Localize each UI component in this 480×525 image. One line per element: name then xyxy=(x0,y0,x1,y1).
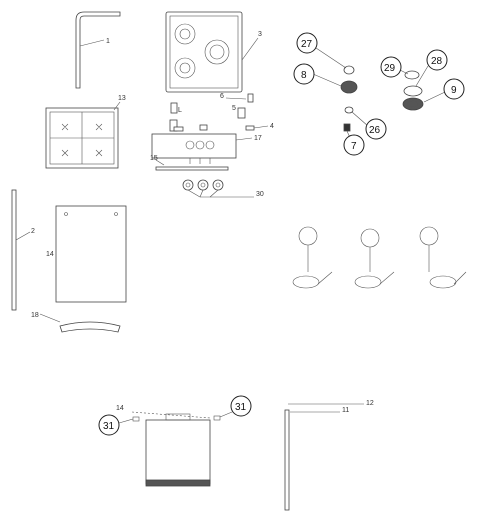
label-14a: 14 xyxy=(46,251,54,258)
circle-7 xyxy=(343,134,365,156)
circle-27 xyxy=(296,32,318,54)
label-7: 7 xyxy=(351,141,357,152)
label-9: 9 xyxy=(451,85,457,96)
label-29: 29 xyxy=(384,63,396,74)
part-small-brackets: L 6 5 xyxy=(169,93,254,132)
part-side-strip: 2 xyxy=(11,189,35,311)
part-rod: 1 xyxy=(75,11,121,89)
circle-8 xyxy=(293,63,315,85)
part-door-panel: 14 xyxy=(46,205,127,303)
circle-29 xyxy=(380,56,402,78)
label-1: 1 xyxy=(106,38,110,45)
part-clip: 4 xyxy=(245,123,274,131)
label-13: 13 xyxy=(118,95,126,102)
part-control-panel: 17 xyxy=(151,124,262,164)
label-11: 11 xyxy=(342,407,349,414)
label-31a: 31 xyxy=(103,421,115,432)
label-28: 28 xyxy=(431,56,443,67)
label-31b: 31 xyxy=(235,402,247,413)
circle-31b xyxy=(230,395,252,417)
label-4: 4 xyxy=(270,123,274,130)
circle-26 xyxy=(365,118,387,140)
part-burner-caps: 27 8 26 7 29 28 9 xyxy=(293,32,465,156)
label-6: 6 xyxy=(220,93,224,100)
label-26: 26 xyxy=(369,125,381,136)
label-27: 27 xyxy=(301,39,313,50)
label-17: 17 xyxy=(254,135,262,142)
label-15: 15 xyxy=(150,155,158,162)
label-8: 8 xyxy=(301,70,307,81)
part-strip: 15 xyxy=(150,155,229,171)
part-hob-top: 3 xyxy=(165,11,262,93)
label-2: 2 xyxy=(31,228,35,235)
part-electrodes xyxy=(292,226,467,289)
circle-28 xyxy=(426,49,448,71)
part-oven-body: 14 31 31 xyxy=(98,395,252,487)
circle-31a xyxy=(98,414,120,436)
circle-9 xyxy=(443,78,465,100)
part-handle: 18 xyxy=(31,312,121,333)
label-L: L xyxy=(178,107,182,114)
label-5: 5 xyxy=(232,105,236,112)
label-14b: 14 xyxy=(116,405,124,412)
label-3: 3 xyxy=(258,31,262,38)
part-knobs: 30 xyxy=(182,179,264,198)
label-30: 30 xyxy=(256,191,264,198)
part-pan-support: 13 xyxy=(45,95,126,169)
part-l-profile: 12 11 xyxy=(284,400,374,511)
label-12: 12 xyxy=(366,400,374,407)
label-18: 18 xyxy=(31,312,39,319)
